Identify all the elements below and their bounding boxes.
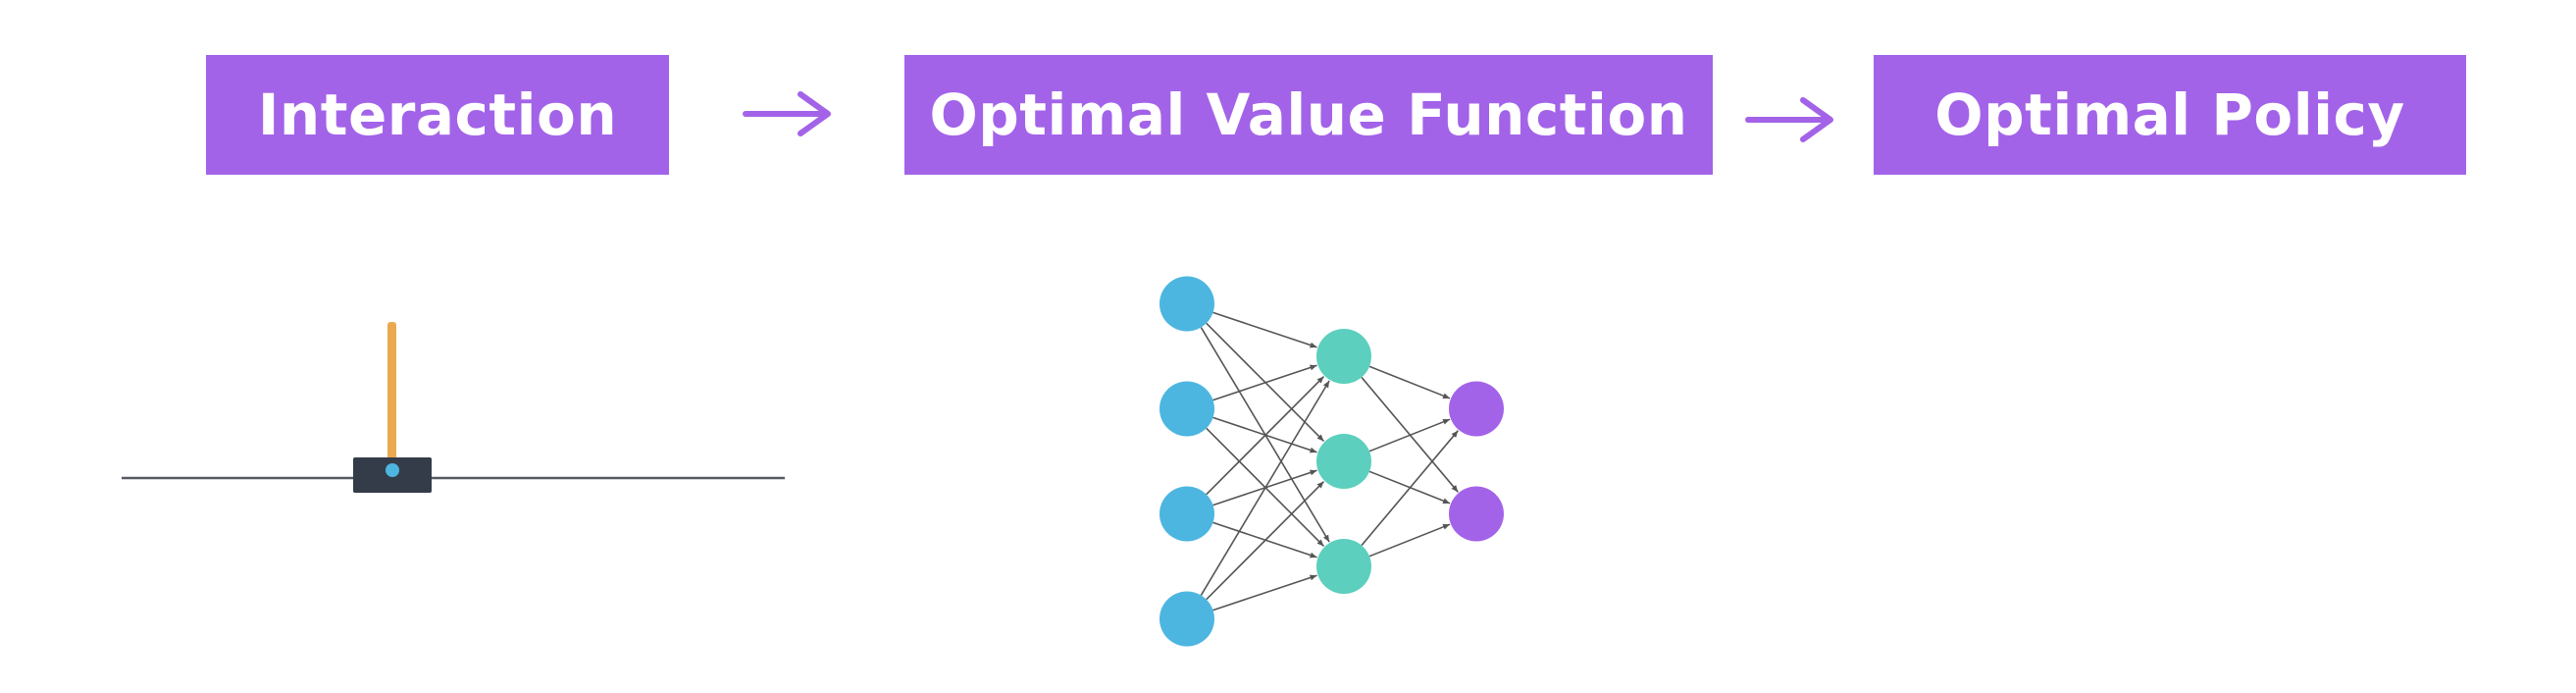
network-edge [1368,365,1451,400]
network-edge [1212,574,1317,612]
network-edge [1368,418,1451,453]
input-node [1159,276,1214,332]
stage-optimal-policy: Optimal Policy [1874,55,2466,175]
hidden-node [1316,434,1371,489]
stage-label: Interaction [257,81,618,148]
cartpole-environment-icon [122,322,785,493]
stage-label: Optimal Policy [1934,81,2405,148]
network-edge [1361,430,1459,547]
pole [387,322,396,477]
network-edges [1200,311,1459,612]
stage-label: Optimal Value Function [929,81,1688,148]
network-edge [1212,364,1317,401]
network-edge [1368,523,1451,558]
pole-joint [386,463,399,477]
network-edge [1212,311,1317,348]
hidden-node [1316,329,1371,384]
right-arrow-icon [743,91,831,136]
stage-interaction: Interaction [206,55,669,175]
right-arrow-icon [1745,97,1833,142]
output-node [1449,381,1504,437]
stage-optimal-value-function: Optimal Value Function [904,55,1713,175]
hidden-node [1316,539,1371,594]
neural-network-icon [1159,276,1504,647]
input-node [1159,381,1214,437]
network-edge [1200,380,1330,596]
network-nodes [1159,276,1504,647]
network-edge [1206,375,1325,496]
output-node [1449,486,1504,542]
input-node [1159,591,1214,647]
network-edge [1206,480,1325,601]
input-node [1159,486,1214,542]
